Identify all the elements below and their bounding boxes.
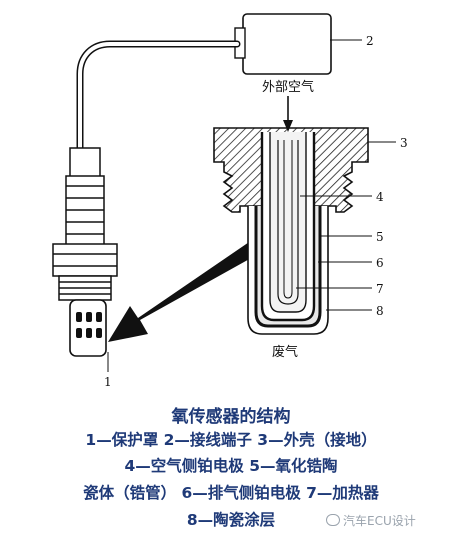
leader-lines (107, 39, 396, 372)
pointer-arrow (108, 238, 262, 342)
callout-4: 4 (376, 190, 384, 204)
callout-2: 2 (366, 34, 374, 48)
callout-3: 3 (400, 136, 408, 150)
protective-cap (69, 299, 107, 357)
caption-line-3: 瓷体（锆管） 6—排气侧铂电极 7—加热器 (83, 484, 379, 502)
watermark-text: 汽车ECU设计 (343, 514, 416, 528)
zirconia-tube-layers (247, 132, 329, 335)
connector-terminal (234, 13, 332, 75)
air-inlet-arrow (283, 96, 293, 132)
watermark: 汽车ECU设计 (326, 512, 416, 529)
callout-7: 7 (376, 282, 384, 296)
caption-line-2: 4—空气侧铂电极 5—氧化锆陶 (124, 457, 338, 475)
caption-line-1: 1—保护罩 2—接线端子 3—外壳（接地） (85, 431, 377, 449)
exhaust-gas-label: 废气 (272, 344, 298, 360)
caption-line-4: 8—陶瓷涂层 (186, 511, 276, 529)
sensor-body (52, 147, 118, 301)
callout-1: 1 (104, 375, 112, 389)
caption-title: 氧传感器的结构 (171, 407, 291, 427)
callout-5: 5 (376, 230, 384, 244)
callout-6: 6 (376, 256, 384, 270)
callout-8: 8 (376, 304, 384, 318)
outside-air-label: 外部空气 (262, 79, 314, 95)
wechat-icon (326, 514, 340, 526)
oxygen-sensor-diagram: 1 2 3 4 5 6 7 8 外部空气 废气 (52, 13, 408, 389)
